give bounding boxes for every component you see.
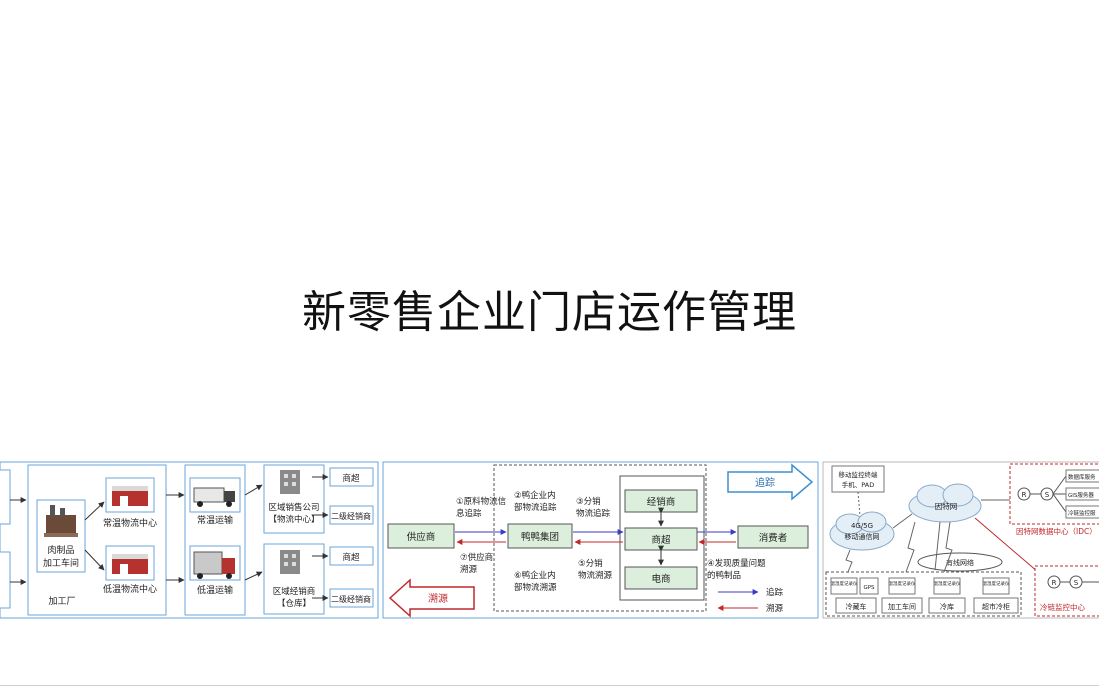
step-5-label-a: ⑤分销: [578, 558, 603, 569]
step-2-label-b: 部物流追踪: [514, 502, 557, 513]
regional-a-label-2: 【物流中心】: [268, 514, 319, 525]
regional-b-label-1: 区域经销商: [273, 586, 316, 597]
transport-cold-label: 低温运输: [197, 584, 233, 596]
step-5-label-b: 物流溯源: [578, 570, 613, 581]
gps-label: GPS: [863, 585, 875, 591]
step-1-label-a: ①原料物流信: [456, 496, 507, 507]
truck-label: 冷藏车: [846, 602, 867, 611]
gis-server-label: GIS服务器: [1068, 491, 1094, 499]
step-4-label-b: 的鸭制品: [707, 570, 741, 581]
monitor-router-icon: R: [1052, 579, 1057, 587]
transport-normal-label: 常温运输: [197, 514, 233, 526]
dealer-node: 经销商: [647, 496, 676, 508]
bottom-divider: [0, 685, 1099, 686]
step-3-label-a: ③分销: [576, 496, 601, 507]
trace-arrow-icon: [388, 578, 475, 618]
consumer-node: 消费者: [759, 532, 788, 544]
legend-track-label: 追踪: [766, 587, 784, 598]
device-fridge: 温湿度记录仪 超市冷柜: [973, 577, 1019, 614]
workshop-label: 加工车间: [888, 602, 916, 611]
retail-3-label: 商超: [342, 552, 360, 563]
regional-b-label-2: 【仓库】: [277, 598, 311, 609]
step-7-label-a: ⑦供应商: [460, 552, 493, 563]
step-6-label-b: 部物流溯源: [514, 582, 557, 593]
panel-traceability-flow: 追踪 溯源 供应商 鸭鸭集团 经销商 商超 电商 消费者 ①原料物流信 息: [382, 461, 819, 619]
step-1-label-b: 息追踪: [456, 508, 482, 519]
group-node: 鸭鸭集团: [521, 531, 559, 543]
factory-item-label-2: 加工车间: [43, 557, 79, 569]
device-workshop: 温湿度记录仪 加工车间: [881, 577, 923, 614]
device-truck: 温湿度记录仪 GPS 冷藏车: [830, 577, 879, 614]
fridge-label: 超市冷柜: [982, 602, 1010, 611]
terminal-label-2: 手机、PAD: [842, 480, 874, 489]
truck-icon-cold: [193, 551, 235, 579]
step-7-label-b: 溯源: [460, 564, 478, 575]
warehouse-icon-normal: [112, 486, 148, 506]
slide-title: 新零售企业门店运作管理: [302, 287, 797, 338]
mobile-network-cloud-icon: [829, 511, 895, 551]
internet-cloud-icon: [908, 483, 982, 523]
building-icon-b: [280, 550, 300, 574]
warehouse-icon-cold: [112, 554, 148, 574]
db-server-label: 数据库服务: [1068, 473, 1096, 481]
storage-label: 冷库: [940, 602, 954, 611]
fridge-recorder-label: 温湿度记录仪: [983, 580, 1010, 587]
track-arrow-icon: [727, 463, 814, 501]
supermarket-node: 商超: [651, 534, 671, 546]
monitor-center-label: 冷链监控中心: [1040, 602, 1085, 612]
step-4-label-a: ④发现质量问题: [707, 558, 766, 569]
trace-arrow-label: 溯源: [428, 592, 448, 605]
factory-label: 加工厂: [48, 596, 75, 607]
ecommerce-node: 电商: [651, 573, 670, 585]
mobile-network-label-1: 4G/5G: [851, 522, 873, 530]
panel-cold-chain-flow: 肉制品 加工车间 加工厂 常温物流中心 低温物流中心 常温运输: [0, 461, 379, 619]
monitor-switch-icon: S: [1074, 579, 1079, 587]
panel-iot-network: 移动监控终端 手机、PAD 4G/5G 移动通信网 因特网 有线网络 R: [822, 461, 1099, 619]
internet-label: 因特网: [935, 501, 958, 511]
supply-chain-diagram-strip: 肉制品 加工车间 加工厂 常温物流中心 低温物流中心 常温运输: [0, 461, 1099, 619]
factory-item-label: 肉制品: [47, 544, 74, 556]
retail-4-label: 二级经销商: [331, 594, 371, 604]
retail-1-label: 商超: [342, 473, 360, 484]
workshop-recorder-label: 温湿度记录仪: [889, 580, 916, 587]
retail-2-label: 二级经销商: [331, 511, 371, 521]
regional-a-label-1: 区域销售公司: [268, 502, 319, 513]
truck-icon-normal: [193, 487, 235, 507]
step-2-label-a: ②鸭企业内: [514, 490, 556, 501]
center-cold-label: 低温物流中心: [103, 583, 157, 595]
step-3-label-b: 物流追踪: [576, 508, 611, 519]
supplier-node: 供应商: [407, 531, 436, 543]
truck-recorder-label: 温湿度记录仪: [831, 580, 858, 587]
legend-trace-label: 溯源: [766, 603, 784, 614]
mobile-network-label-2: 移动通信网: [845, 532, 880, 541]
center-normal-label: 常温物流中心: [103, 517, 157, 529]
storage-recorder-label: 温湿度记录仪: [934, 580, 961, 587]
idc-switch-icon: S: [1045, 491, 1050, 499]
factory-icon: [44, 505, 78, 537]
building-icon-a: [280, 470, 300, 494]
cold-monitor-server-label: 冷链监控服: [1068, 509, 1096, 517]
step-6-label-a: ⑥鸭企业内: [514, 570, 556, 581]
track-arrow-label: 追踪: [755, 476, 775, 489]
wired-network-label: 有线网络: [946, 558, 974, 567]
device-storage: 温湿度记录仪 冷库: [928, 577, 966, 614]
idc-router-icon: R: [1022, 491, 1027, 499]
terminal-label-1: 移动监控终端: [839, 470, 879, 479]
idc-label: 因特网数据中心（IDC）: [1016, 526, 1097, 536]
